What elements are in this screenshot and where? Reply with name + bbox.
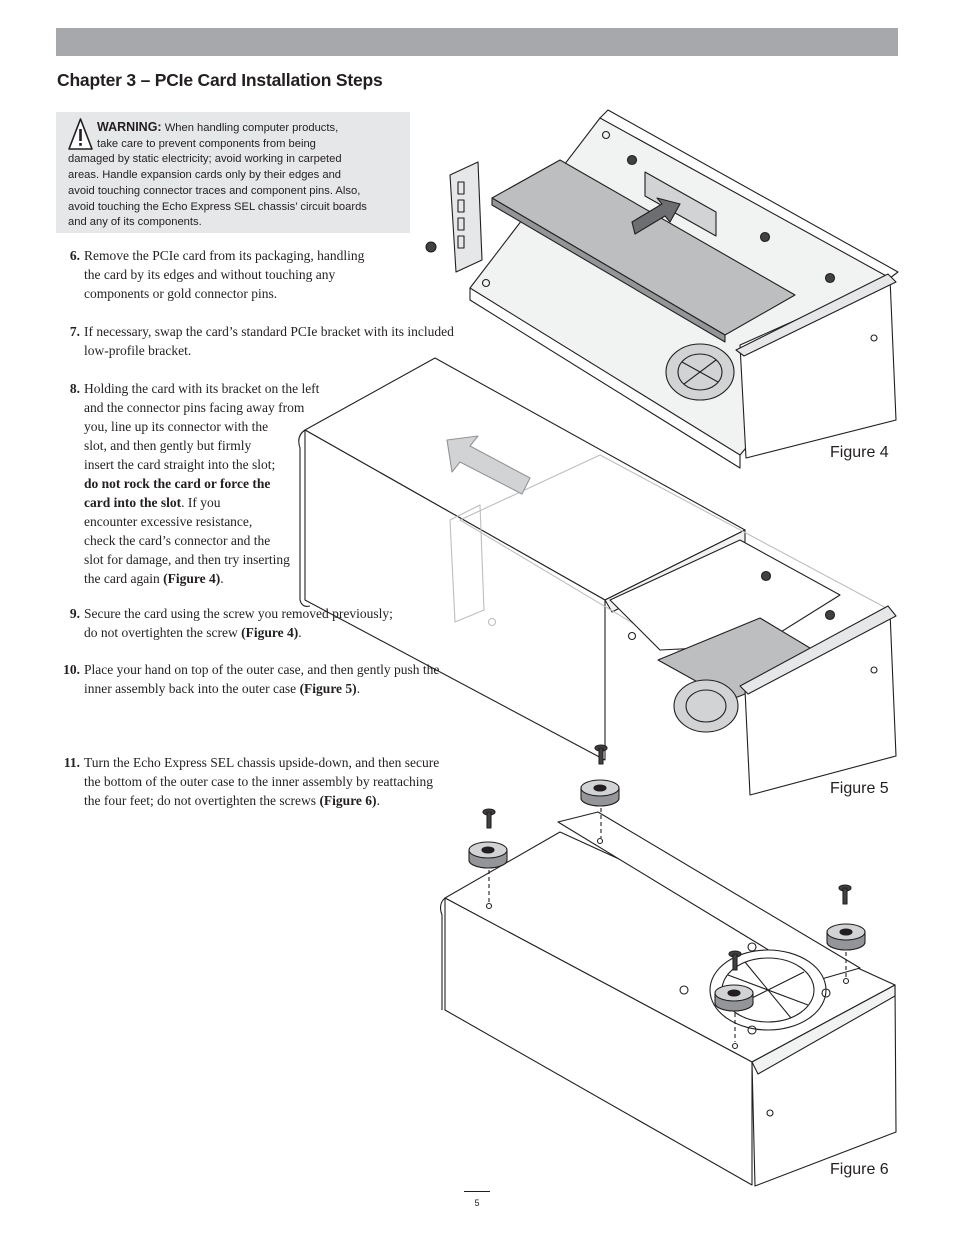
step-line-pre: inner assembly back into the outer case	[84, 681, 300, 696]
step-line: Turn the Echo Express SEL chassis upside…	[84, 755, 440, 770]
page-number: 5	[474, 1198, 480, 1208]
warning-box: WARNING: When handling computer products…	[56, 112, 410, 233]
warning-line: and any of its components.	[68, 216, 202, 229]
warning-line: damaged by static electricity; avoid wor…	[68, 153, 342, 166]
step-line: the card by its edges and without touchi…	[84, 267, 336, 282]
chapter-title: Chapter 3 – PCIe Card Installation Steps	[57, 70, 383, 90]
figure-5-illustration	[298, 357, 897, 796]
rubber-foot	[580, 779, 620, 807]
figure-reference: (Figure 4)	[163, 571, 221, 586]
step-line: Secure the card using the screw you remo…	[84, 606, 393, 621]
rubber-foot	[714, 984, 754, 1012]
step-line-post: .	[220, 571, 224, 586]
warning-triangle-icon	[68, 118, 93, 150]
step-line-pre: the four feet; do not overtighten the sc…	[84, 793, 320, 808]
step-number: 7.	[69, 324, 80, 339]
step-line: inner assembly back into the outer case …	[84, 679, 360, 698]
step-number: 8.	[69, 381, 80, 396]
step-line: components or gold connector pins.	[84, 286, 278, 301]
step-emphasis: do not rock the card or force the	[84, 476, 271, 491]
step-line: do not overtighten the screw (Figure 4).	[84, 623, 302, 642]
figure-reference: (Figure 6)	[319, 793, 377, 808]
step-number: 6.	[69, 248, 80, 263]
step-line: card into the slot. If you	[84, 493, 221, 512]
rubber-foot	[826, 923, 866, 951]
step-line: and the connector pins facing away from	[84, 400, 305, 415]
step-line-pre: the card again	[84, 571, 164, 586]
warning-line: take care to prevent components from bei…	[97, 137, 316, 150]
step-line: the bottom of the outer case to the inne…	[84, 774, 434, 789]
step-line-rest: . If you	[181, 495, 221, 510]
step-line: insert the card straight into the slot;	[84, 457, 276, 472]
step-emphasis: card into the slot	[84, 495, 182, 510]
warning-line: avoid touching connector traces and comp…	[68, 184, 361, 197]
warning-line: When handling computer products,	[164, 122, 339, 134]
step-line: Remove the PCIe card from its packaging,…	[84, 248, 365, 263]
step-line: If necessary, swap the card’s standard P…	[84, 324, 454, 339]
step-line: the four feet; do not overtighten the sc…	[84, 791, 380, 810]
step-line-post: .	[356, 681, 361, 696]
figure-6-illustration	[439, 744, 897, 1187]
step-line-pre: do not overtighten the screw	[84, 625, 242, 640]
warning-label: WARNING:	[97, 120, 162, 134]
rubber-foot	[468, 841, 508, 869]
step-line: Place your hand on top of the outer case…	[84, 662, 440, 677]
step-line: slot, and then gently but firmly	[84, 438, 252, 453]
figure-4-illustration	[425, 109, 899, 469]
figure-reference: (Figure 4)	[241, 625, 299, 640]
figure-6-label: Figure 6	[830, 1161, 889, 1178]
header-bar	[56, 28, 898, 56]
step-line: do not rock the card or force the	[84, 474, 270, 493]
figure-5-label: Figure 5	[830, 780, 889, 797]
step-line: you, line up its connector with the	[84, 419, 269, 434]
step-number: 9.	[69, 606, 80, 621]
step-line: encounter excessive resistance,	[84, 514, 253, 529]
step-line: check the card’s connector and the	[84, 533, 271, 548]
warning-line: areas. Handle expansion cards only by th…	[68, 169, 342, 182]
step-line-post: .	[298, 625, 302, 640]
figure-4-label: Figure 4	[830, 444, 889, 461]
step-line-post: .	[376, 793, 380, 808]
step-line: low-profile bracket.	[84, 343, 192, 358]
step-number: 11.	[63, 755, 80, 770]
footer-rule	[464, 1191, 490, 1192]
step-line: slot for damage, and then try inserting	[84, 552, 290, 567]
step-line: Holding the card with its bracket on the…	[84, 381, 320, 396]
step-line: the card again (Figure 4).	[84, 569, 224, 588]
warning-line: avoid touching the Echo Express SEL chas…	[68, 200, 367, 213]
figure-reference: (Figure 5)	[299, 681, 357, 696]
step-number: 10.	[63, 662, 80, 677]
